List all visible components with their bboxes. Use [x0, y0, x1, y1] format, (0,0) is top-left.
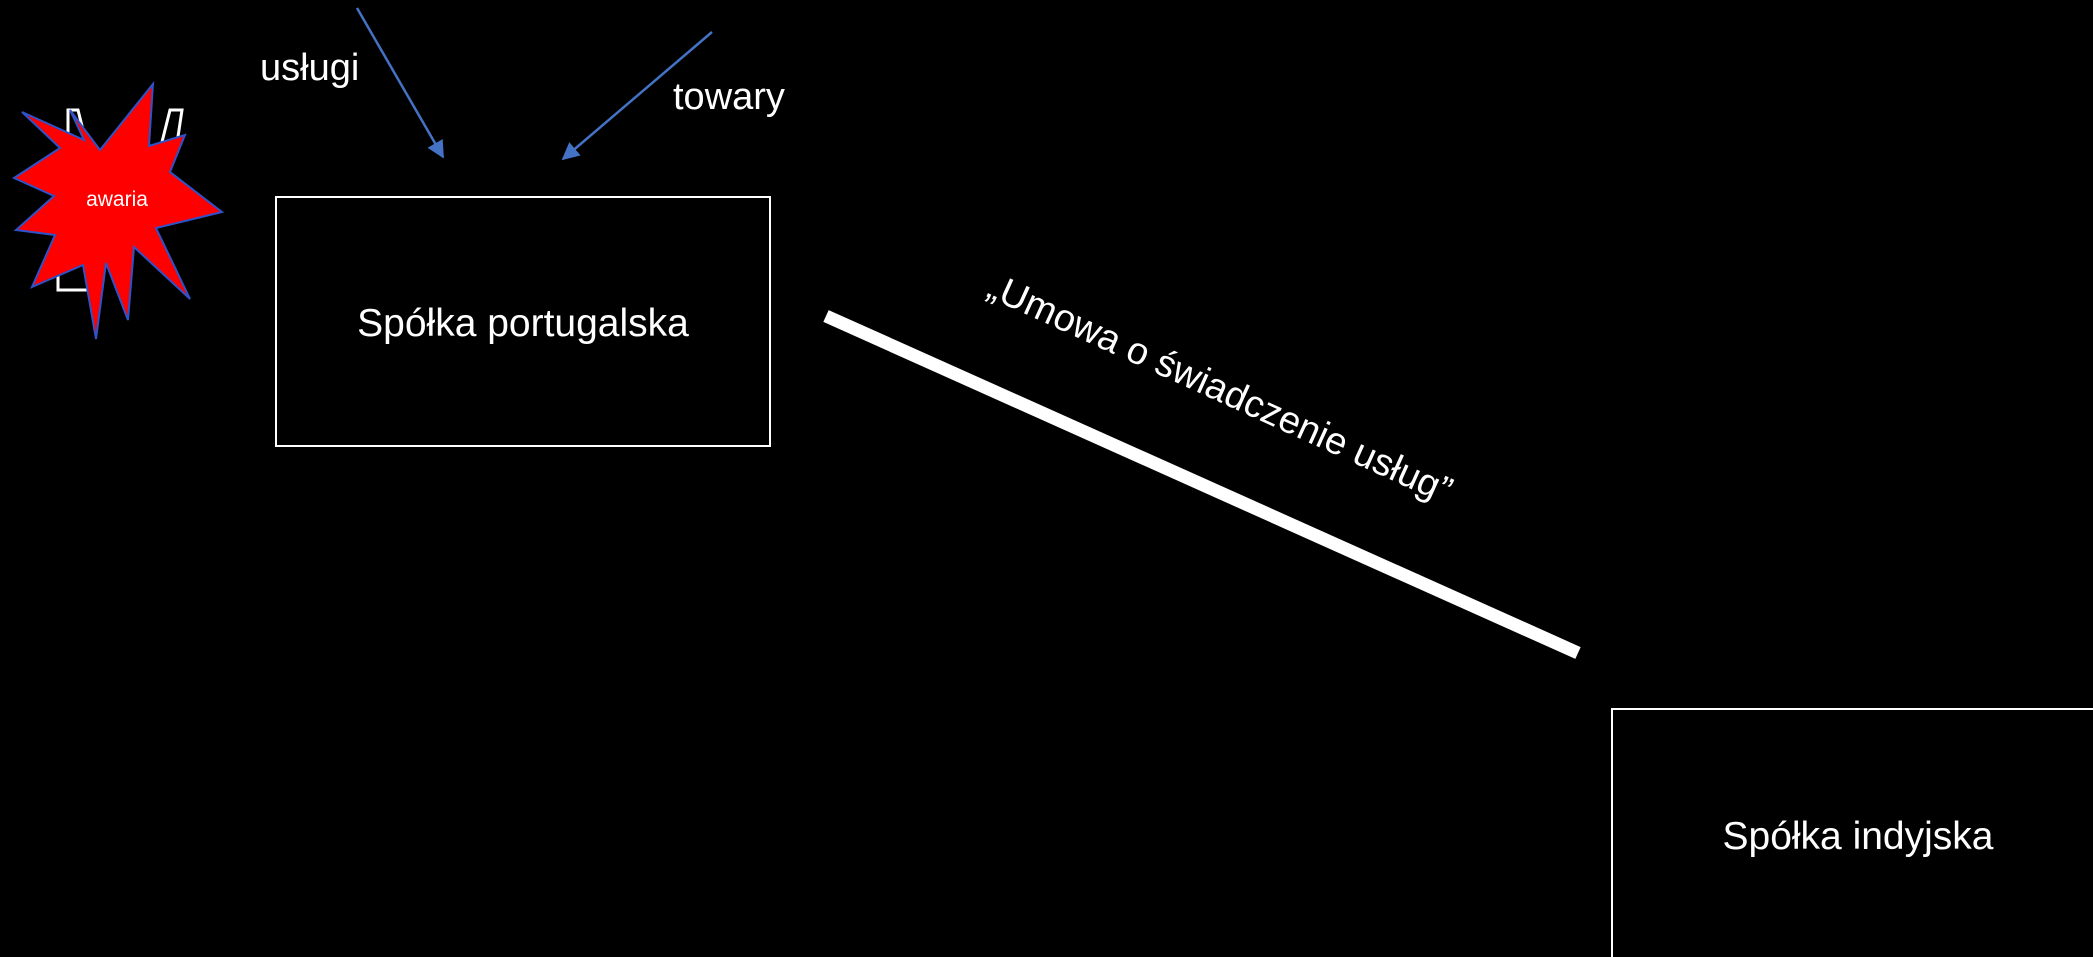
contract-label: „Umowa o świadczenie usług”: [981, 266, 1458, 513]
services-label: usługi: [260, 47, 359, 89]
indian-company-box: [1611, 708, 2093, 957]
explosion-burst-icon: [11, 80, 225, 340]
indian-company-label: Spółka indyjska: [1723, 815, 1994, 858]
portuguese-company-box: [275, 196, 771, 447]
contract-connector: [823, 310, 1581, 659]
alert-label: awaria: [86, 188, 148, 211]
goods-label: towary: [673, 76, 785, 118]
services-arrow: [355, 7, 445, 159]
goods-arrow: [561, 31, 713, 161]
portuguese-company-label: Spółka portugalska: [357, 302, 689, 345]
